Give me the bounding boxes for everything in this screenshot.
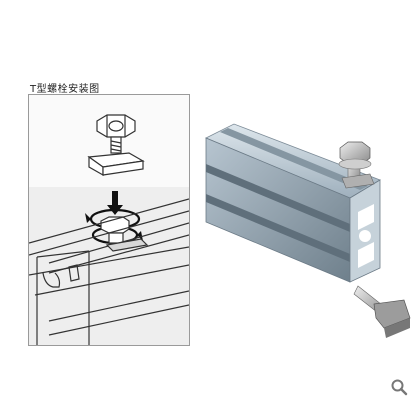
mounted-t-bolt xyxy=(338,141,375,189)
loose-t-bolt xyxy=(353,285,411,338)
t-slot-nut xyxy=(87,152,145,177)
installation-caption: T型螺栓安装图 xyxy=(30,84,100,95)
bolt-shank xyxy=(110,136,122,154)
product-photo xyxy=(198,118,413,348)
diagram-drawing xyxy=(29,114,189,345)
profile-outline xyxy=(29,198,189,345)
hex-bolt-head xyxy=(96,114,136,138)
installation-diagram xyxy=(28,94,190,346)
magnifier-icon[interactable] xyxy=(390,378,408,396)
profile-photo-drawing xyxy=(205,123,411,338)
